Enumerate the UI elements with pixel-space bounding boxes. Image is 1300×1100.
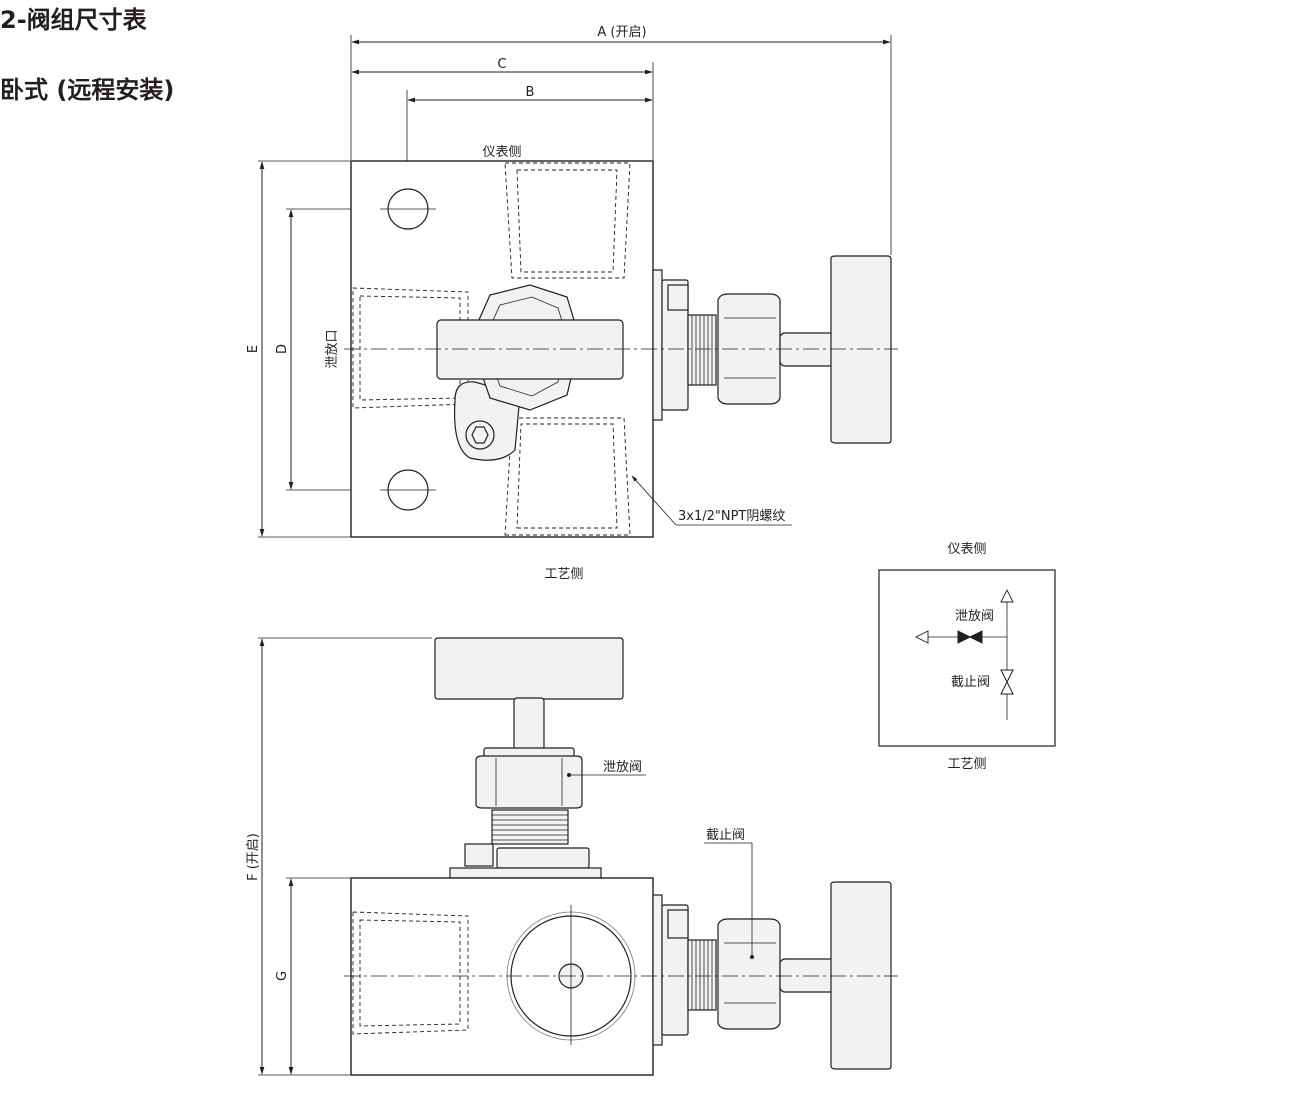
dimension-label-d: D bbox=[275, 344, 290, 354]
hidden-port-upper bbox=[504, 162, 631, 279]
vent-packing-nut bbox=[475, 755, 583, 809]
flow-arrow-up bbox=[1000, 588, 1014, 603]
flow-schematic: 仪表侧 工艺侧 泄放阀 截止阀 bbox=[878, 542, 1056, 772]
label-vent-valve: 泄放阀 bbox=[603, 760, 642, 775]
flow-arrow-left bbox=[914, 630, 929, 644]
block-packing-nut bbox=[717, 918, 781, 1030]
label-process-side: 工艺侧 bbox=[544, 567, 583, 582]
dimension-label-c: C bbox=[497, 57, 506, 72]
label-vent-port: 泄放口 bbox=[325, 329, 340, 368]
schematic-frame bbox=[878, 569, 1056, 747]
handle-bar-top bbox=[436, 319, 624, 380]
handle-top-right bbox=[830, 255, 892, 444]
schematic-label-block-valve: 截止阀 bbox=[951, 675, 990, 690]
vent-handle-bar bbox=[434, 637, 624, 700]
schematic-label-vent-valve: 泄放阀 bbox=[955, 609, 994, 624]
side-view: F (开启) G bbox=[246, 637, 898, 1076]
label-instrument-side: 仪表侧 bbox=[482, 145, 521, 160]
dimension-label-b: B bbox=[526, 85, 535, 100]
block-valve-stem bbox=[779, 958, 837, 993]
block-valve-symbol bbox=[1000, 669, 1014, 695]
schematic-label-instrument-side: 仪表侧 bbox=[947, 542, 986, 557]
top-view: A (开启) C B E D bbox=[246, 25, 898, 582]
dimension-label-g: G bbox=[275, 971, 290, 981]
dimension-label-e: E bbox=[246, 345, 261, 353]
manifold-body-side bbox=[350, 877, 654, 1076]
schematic-label-process-side: 工艺侧 bbox=[947, 757, 986, 772]
page-subtitle: 卧式 (远程安装) bbox=[0, 76, 175, 104]
vent-valve-symbol bbox=[957, 630, 983, 644]
dimension-label-f: F (开启) bbox=[246, 833, 261, 881]
hidden-port-lower bbox=[504, 417, 631, 536]
page-title: 2-阀组尺寸表 bbox=[0, 6, 147, 34]
valve-stem-top bbox=[779, 332, 837, 367]
vent-valve-stem bbox=[513, 697, 545, 751]
block-handle bbox=[830, 881, 892, 1070]
dimension-label-a: A (开启) bbox=[597, 25, 646, 40]
label-thread-note: 3x1/2"NPT阴螺纹 bbox=[678, 509, 785, 524]
label-block-valve: 截止阀 bbox=[706, 828, 745, 843]
